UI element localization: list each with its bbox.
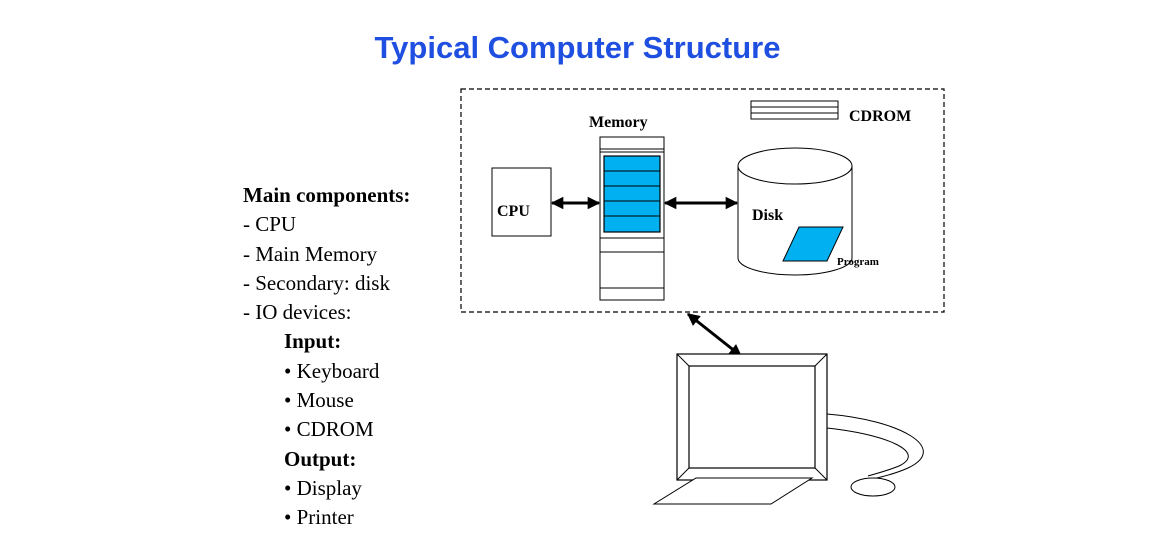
output-item-display: • Display xyxy=(284,475,362,500)
cdrom-icon xyxy=(750,100,839,120)
program-label: Program xyxy=(837,256,879,268)
input-heading: Input: xyxy=(284,329,342,354)
monitor-icon xyxy=(676,353,828,481)
input-item-keyboard: • Keyboard xyxy=(284,358,380,383)
component-item-io-devices: - IO devices: xyxy=(243,300,352,325)
cdrom-label: CDROM xyxy=(849,108,911,125)
mouse-icon xyxy=(826,413,924,497)
disk-cylinder xyxy=(737,147,853,276)
keyboard-icon xyxy=(652,477,814,505)
output-item-printer: • Printer xyxy=(284,505,354,530)
memory-program-region xyxy=(603,155,661,233)
memory-stack xyxy=(599,136,665,301)
input-item-mouse: • Mouse xyxy=(284,388,354,413)
memory-label: Memory xyxy=(589,114,648,131)
disk-label: Disk xyxy=(752,207,783,224)
components-list: Main components: - CPU - Main Memory - S… xyxy=(243,181,410,533)
component-item-cpu: - CPU xyxy=(243,212,297,237)
cpu-label: CPU xyxy=(497,203,530,220)
components-heading: Main components: xyxy=(243,183,411,207)
cpu-box xyxy=(491,167,552,237)
component-item-secondary: - Secondary: disk xyxy=(243,270,390,295)
component-item-main-memory: - Main Memory xyxy=(243,241,378,266)
page-title: Typical Computer Structure xyxy=(374,30,781,65)
system-monitor-arrow xyxy=(687,312,742,358)
input-item-cdrom: • CDROM xyxy=(284,417,374,442)
program-file-shape xyxy=(782,226,844,262)
output-heading: Output: xyxy=(284,446,357,471)
system-boundary xyxy=(460,88,945,313)
